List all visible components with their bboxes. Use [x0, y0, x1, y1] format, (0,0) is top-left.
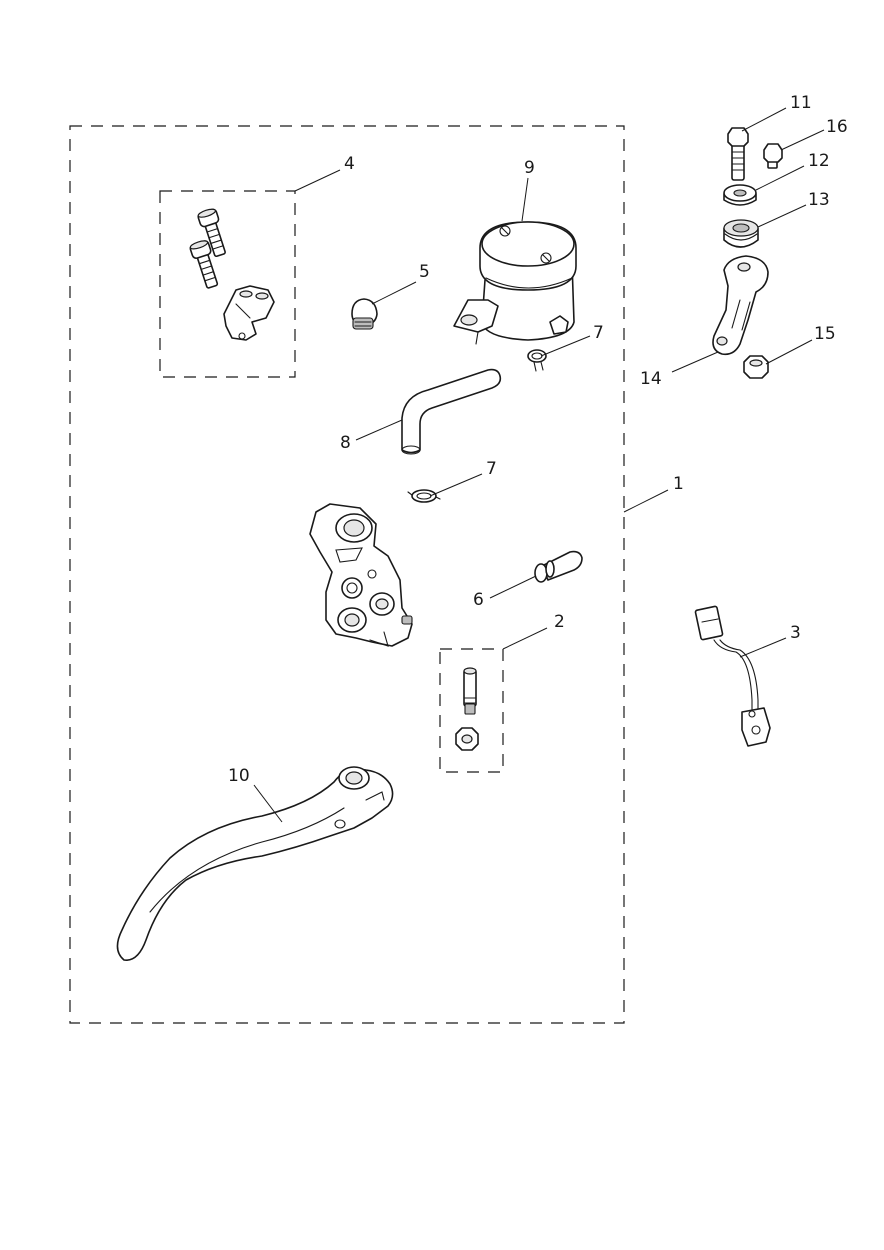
- part-4-clamp-kit: [189, 208, 275, 341]
- part-8-hose: [401, 368, 502, 455]
- part-7-clip-upper: [527, 349, 547, 372]
- callout-7-lower: 7: [486, 459, 497, 479]
- kit-boundary-4: [159, 190, 296, 378]
- part-14-bracket: [712, 255, 769, 356]
- part-12-spacer: [723, 184, 757, 206]
- callout-8: 8: [340, 433, 351, 453]
- callout-labels: 1 2 3 4 5 6 7 7 8 9 10 11 12 13 14 15 16: [228, 93, 848, 786]
- callout-2: 2: [554, 612, 565, 632]
- part-6-union: [534, 550, 583, 583]
- callout-6: 6: [473, 590, 484, 610]
- callout-14: 14: [640, 369, 662, 389]
- callout-1: 1: [673, 474, 684, 494]
- part-2-pivot-kit: [455, 667, 479, 751]
- part-3-switch-harness: [694, 605, 771, 747]
- callout-10: 10: [228, 766, 250, 786]
- part-7-clip-lower: [407, 489, 441, 503]
- callout-11: 11: [790, 93, 812, 113]
- callout-4: 4: [344, 154, 355, 174]
- callout-12: 12: [808, 151, 830, 171]
- callout-13: 13: [808, 190, 830, 210]
- leader-lines: [253, 107, 825, 823]
- part-15-nut: [743, 355, 769, 379]
- callout-9: 9: [524, 158, 535, 178]
- callout-16: 16: [826, 117, 848, 137]
- callout-15: 15: [814, 324, 836, 344]
- part-9-reservoir: [453, 221, 577, 345]
- part-10-lever: [116, 766, 394, 961]
- part-5-cap: [351, 298, 378, 330]
- callout-5: 5: [419, 262, 430, 282]
- part-16-bolt: [763, 143, 783, 169]
- part-13-grommet: [723, 219, 759, 248]
- kit-boundary-1: [69, 125, 625, 1024]
- callout-7-upper: 7: [593, 323, 604, 343]
- part-11-bolt: [727, 127, 749, 181]
- master-cylinder-body: [309, 503, 413, 647]
- callout-3: 3: [790, 623, 801, 643]
- kit-boundary-2: [439, 648, 504, 773]
